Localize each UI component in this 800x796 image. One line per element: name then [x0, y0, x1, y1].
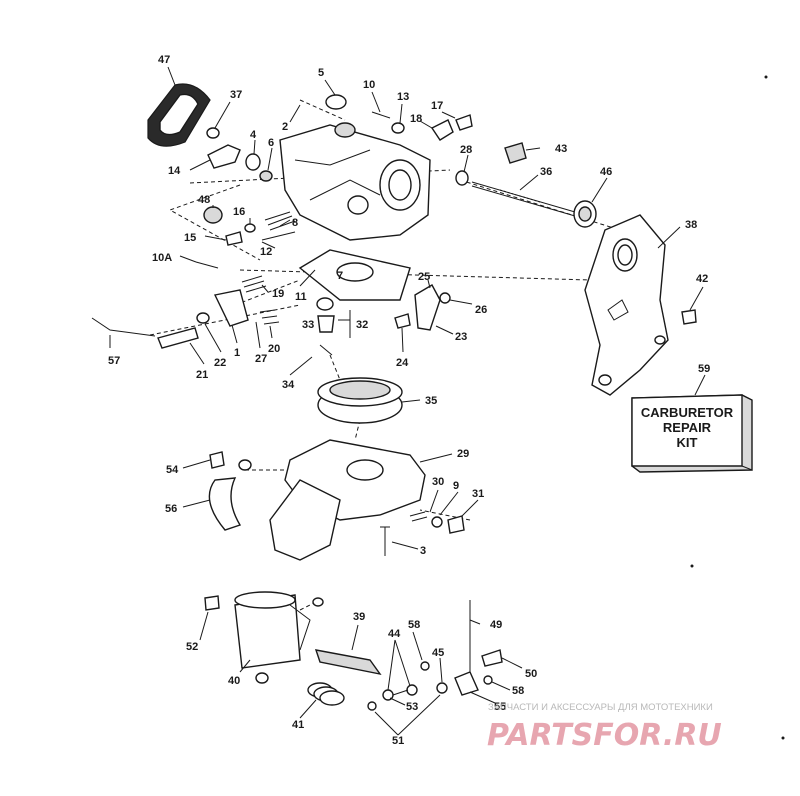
label-8: 8: [292, 217, 298, 229]
label-36: 36: [540, 166, 552, 178]
label-34: 34: [282, 379, 295, 391]
spring-part-41: [307, 682, 345, 706]
label-16: 16: [233, 206, 245, 218]
label-18: 18: [410, 113, 422, 125]
label-46: 46: [600, 166, 612, 178]
label-6: 6: [268, 137, 274, 149]
label-57: 57: [108, 355, 120, 367]
plunger-part-39: [314, 649, 382, 676]
gasket-part-47: [147, 83, 211, 147]
label-33: 33: [302, 319, 314, 331]
screw-parts-30-9-31: [409, 511, 465, 534]
knob-part-46: [573, 200, 597, 228]
linkage-parts-right: [394, 284, 451, 331]
label-10: 10: [363, 79, 375, 91]
screw-part-52: [204, 595, 220, 611]
label-58-bottom: 58: [512, 685, 524, 697]
label-1: 1: [234, 347, 240, 359]
label-24: 24: [396, 357, 409, 369]
carburetor-body-part: [279, 122, 431, 241]
label-49: 49: [490, 619, 502, 631]
label-19: 19: [272, 288, 284, 300]
label-39: 39: [353, 611, 365, 623]
screw-part-3: [380, 526, 390, 556]
clip-part-43: [504, 142, 527, 164]
label-31: 31: [472, 488, 484, 500]
label-30: 30: [432, 476, 444, 488]
part-number-labels: 47 37 5 10 13 17 18 2 4 6 14 28 43 36 46…: [108, 54, 710, 747]
label-50: 50: [525, 668, 537, 680]
label-52: 52: [186, 641, 198, 653]
needle-valve-part-36: [471, 181, 576, 217]
label-4: 4: [250, 129, 257, 141]
float-bowl-part-29: [269, 439, 426, 561]
label-17: 17: [431, 100, 443, 112]
label-22: 22: [214, 357, 226, 369]
label-11: 11: [295, 291, 307, 303]
leader-lines: [109, 66, 706, 736]
label-44: 44: [388, 628, 401, 640]
label-58-top: 58: [408, 619, 420, 631]
label-20: 20: [268, 343, 280, 355]
label-7: 7: [337, 270, 343, 282]
clamp-parts: [208, 451, 252, 531]
label-32: 32: [356, 319, 368, 331]
label-9: 9: [453, 480, 459, 492]
label-29: 29: [457, 448, 469, 460]
label-54: 54: [166, 464, 179, 476]
left-small-parts: [195, 206, 296, 269]
label-48: 48: [198, 194, 210, 206]
label-56: 56: [165, 503, 177, 515]
kit-line-3: KIT: [677, 435, 698, 450]
label-12: 12: [260, 246, 272, 258]
jet-parts: [316, 297, 335, 356]
label-26: 26: [475, 304, 487, 316]
label-55: 55: [494, 701, 506, 713]
label-10A: 10A: [152, 252, 172, 264]
label-53: 53: [406, 701, 418, 713]
repair-kit-box: [631, 394, 753, 473]
label-2: 2: [282, 121, 288, 133]
kit-line-1: CARBURETOR: [641, 405, 734, 420]
label-41: 41: [292, 719, 304, 731]
label-5: 5: [318, 67, 324, 79]
label-37: 37: [230, 89, 242, 101]
label-14: 14: [168, 165, 181, 177]
label-21: 21: [196, 369, 208, 381]
label-59: 59: [698, 363, 710, 375]
label-27: 27: [255, 353, 267, 365]
label-25: 25: [418, 271, 430, 283]
label-47: 47: [158, 54, 170, 66]
label-3: 3: [420, 545, 426, 557]
watermark-tagline: ЗАПЧАСТИ И АКСЕССУАРЫ ДЛЯ МОТОТЕХНИКИ: [488, 702, 713, 713]
label-35: 35: [425, 395, 437, 407]
choke-solenoid-part-40: [234, 591, 324, 684]
float-part-35: [317, 377, 403, 424]
linkage-parts-left: [91, 275, 280, 349]
repair-kit-label: CARBURETOR REPAIR KIT: [641, 405, 734, 450]
bracket-part-38: [584, 214, 669, 396]
float-gasket-part-11: [298, 249, 411, 301]
label-23: 23: [455, 331, 467, 343]
label-42: 42: [696, 273, 708, 285]
linkage-parts-bottom: [367, 600, 503, 711]
watermark: ЗАПЧАСТИ И АКСЕССУАРЫ ДЛЯ МОТОТЕХНИКИ PA…: [487, 702, 722, 753]
label-15: 15: [184, 232, 196, 244]
label-40: 40: [228, 675, 240, 687]
small-top-parts: [206, 94, 473, 186]
screw-part-42: [681, 309, 697, 325]
watermark-brand: PARTSFOR.RU: [487, 718, 722, 753]
label-45: 45: [432, 647, 444, 659]
label-51: 51: [392, 735, 404, 747]
label-43: 43: [555, 143, 567, 155]
label-28: 28: [460, 144, 472, 156]
label-13: 13: [397, 91, 409, 103]
kit-line-2: REPAIR: [663, 420, 712, 435]
label-38: 38: [685, 219, 697, 231]
